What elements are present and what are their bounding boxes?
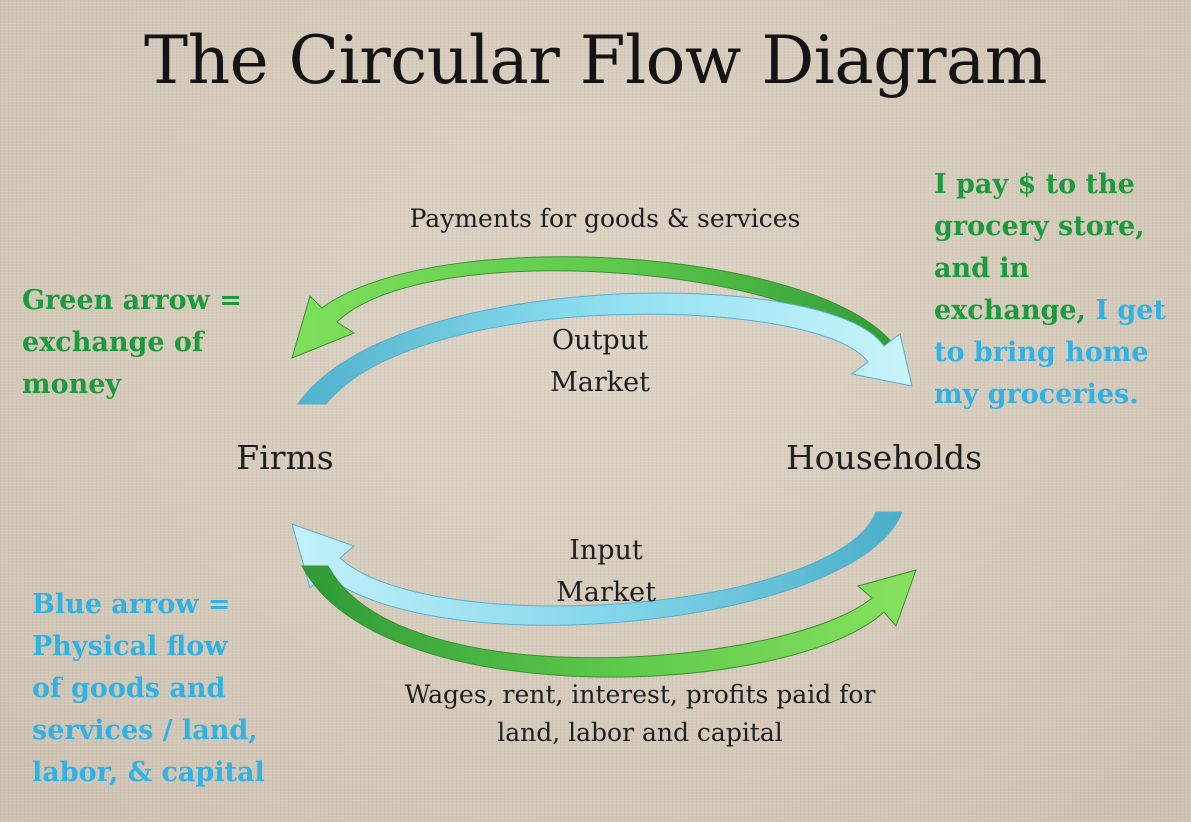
blue-arrow-legend: Blue arrow = Physical flow of goods and …	[32, 584, 265, 794]
bottom-flow-label: Wages, rent, interest, profits paid for …	[340, 676, 940, 752]
example-line-1: I pay $ to the	[934, 169, 1135, 200]
output-market-label: Output Market	[500, 320, 700, 404]
output-market-line-2: Market	[550, 367, 650, 398]
example-line-5: to bring home	[934, 337, 1149, 368]
wages-label-line-2: land, labor and capital	[497, 718, 783, 747]
example-line-3: and in	[934, 253, 1030, 284]
grocery-example-note: I pay $ to the grocery store, and in exc…	[934, 164, 1166, 416]
firms-node: Firms	[236, 438, 334, 477]
payments-label: Payments for goods & services	[409, 204, 801, 233]
example-line-6: my groceries.	[934, 379, 1139, 410]
households-node: Households	[785, 438, 983, 477]
blue-legend-line-2: Physical flow	[32, 631, 228, 662]
blue-legend-line-5: labor, & capital	[32, 757, 265, 788]
goods-arrow-top	[297, 292, 913, 405]
resources-arrow-bottom	[291, 511, 903, 626]
money-arrow-top	[291, 256, 905, 363]
money-arrow-bottom	[301, 565, 917, 678]
example-line-2: grocery store,	[934, 211, 1145, 242]
example-line-4: exchange, I get	[934, 290, 1166, 332]
input-market-line-2: Market	[556, 577, 656, 608]
blue-legend-line-3: of goods and	[32, 673, 226, 704]
blue-legend-line-4: services / land,	[32, 715, 258, 746]
green-legend-line-3: money	[22, 369, 122, 400]
input-market-label: Input Market	[506, 530, 706, 614]
blue-legend-line-1: Blue arrow =	[32, 589, 231, 620]
input-market-line-1: Input	[569, 535, 643, 566]
wages-label-line-1: Wages, rent, interest, profits paid for	[404, 680, 876, 709]
top-flow-label: Payments for goods & services	[360, 200, 850, 238]
slide-title: The Circular Flow Diagram	[144, 22, 1047, 99]
green-legend-line-2: exchange of	[22, 327, 204, 358]
example-exchange-text: exchange,	[934, 295, 1096, 326]
example-get-text: I get	[1095, 295, 1166, 326]
green-legend-line-1: Green arrow =	[22, 285, 242, 316]
green-arrow-legend: Green arrow = exchange of money	[22, 280, 242, 406]
output-market-line-1: Output	[552, 325, 648, 356]
